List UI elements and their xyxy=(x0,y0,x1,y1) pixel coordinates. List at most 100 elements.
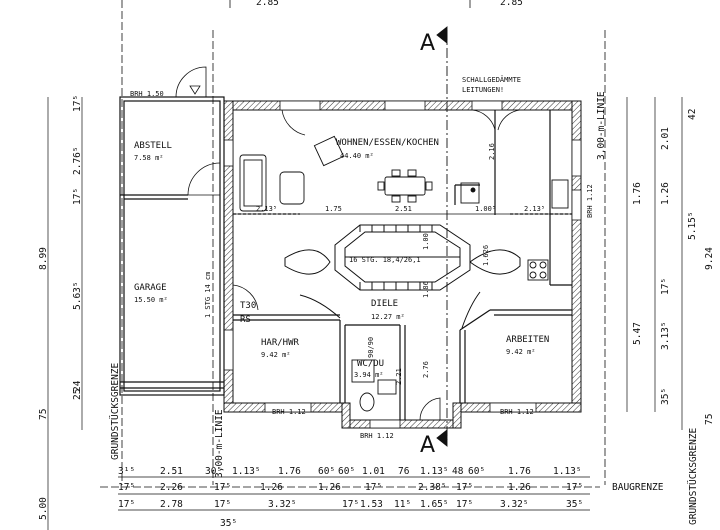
bottom-dim-r2-4: 1.26 xyxy=(318,482,341,493)
note-brh-har: BRH 1.12 xyxy=(272,408,306,416)
right-dim-col2-3: 3.13⁵ xyxy=(660,321,671,350)
bottom-dim-r3-0: 17⁵ xyxy=(118,499,135,510)
room-name-wohnen: WOHNEN/ESSEN/KOCHEN xyxy=(336,138,439,148)
right-dim-col2-4: 35⁵ xyxy=(660,388,671,405)
note-kitchen-216: 2.16 xyxy=(488,143,496,160)
bottom-dim-r1-5: 60⁵ xyxy=(318,466,335,477)
bottom-dim-r3-9: 3.32⁵ xyxy=(500,499,529,510)
bottom-dim-r2-7: 17⁵ xyxy=(456,482,473,493)
right-dim-col2-0: 2.01 xyxy=(660,127,671,150)
stove-icon xyxy=(527,259,549,281)
bottom-dim-r2-6: 2.38⁵ xyxy=(418,482,447,493)
note-grundstuck-left: GRUNDSTÜCKSGRENZE xyxy=(110,362,121,460)
bottom-dim-r1-4: 1.76 xyxy=(278,466,301,477)
room-area-arbeiten: 9.42 m² xyxy=(506,348,536,356)
bottom-dim-r1-8: 76 xyxy=(398,466,410,477)
shower-icon xyxy=(351,359,375,383)
note-door-9090: 90/90 xyxy=(367,337,375,358)
note-rs: RS xyxy=(240,315,251,325)
left-dim-inner-2: 17⁵ xyxy=(72,188,83,205)
room-name-diele: DIELE xyxy=(371,299,398,309)
bottom-dim-r3-4: 17⁵ xyxy=(342,499,359,510)
right-dim-col2-2: 17⁵ xyxy=(660,278,671,295)
section-line xyxy=(436,26,448,447)
bottom-dim-r3-1: 2.78 xyxy=(160,499,183,510)
room-area-abstell: 7.58 m² xyxy=(134,154,164,162)
note-wc-vert-1: 2.21 xyxy=(395,368,403,385)
bottom-dim-r3-10: 35⁵ xyxy=(566,499,583,510)
left-dim-inner-4: 25 xyxy=(72,389,83,400)
right-dim-col1-0: 5.47 xyxy=(632,322,643,345)
staircase xyxy=(284,224,521,329)
section-label-top: A xyxy=(420,31,435,56)
interior-dim-5: 2.13⁵ xyxy=(524,205,545,213)
bottom-dim-r1-13: 1.13⁵ xyxy=(553,466,582,477)
bottom-dim-r1-2: 30⁵ xyxy=(205,466,222,477)
note-stg-side: 1 STG 14 cm xyxy=(204,272,212,318)
bottom-dim-r1-7: 1.01 xyxy=(362,466,385,477)
right-dim-lines xyxy=(626,97,683,430)
room-name-har: HAR/HWR xyxy=(261,338,300,348)
note-line-right: 3,00-m-LINIE xyxy=(596,91,607,160)
right-dim-col3-0: 5.15⁵ xyxy=(687,211,698,240)
setback-lines xyxy=(100,0,606,488)
bottom-dim-r3-5: 1.53 xyxy=(360,499,383,510)
room-name-abstell: ABSTELL xyxy=(134,141,172,151)
right-dim-col3-1: 42 xyxy=(687,109,698,120)
sink-icon xyxy=(551,179,569,209)
room-area-diele: 12.27 m² xyxy=(371,313,405,321)
dining-table-icon xyxy=(384,176,426,196)
bottom-dim-r1-11: 60⁵ xyxy=(468,466,485,477)
room-area-wohnen: 44.40 m² xyxy=(340,152,374,160)
bottom-dim-r3-3: 3.32⁵ xyxy=(268,499,297,510)
bottom-dim-r1-6: 60⁵ xyxy=(338,466,355,477)
note-stair-1626: 1.626 xyxy=(482,245,490,266)
bottom-dim-r3-6: 11⁵ xyxy=(394,499,411,510)
note-stairs: 16 STG. 18,4/26,1 xyxy=(349,256,421,264)
room-area-har: 9.42 m² xyxy=(261,351,291,359)
interior-dim-3: 2.51 xyxy=(395,205,412,213)
left-dim-outer-0: 8.99 xyxy=(38,247,49,270)
bottom-dim-r2-5: 17⁵ xyxy=(365,482,382,493)
bottom-dim-r2-3: 1.26 xyxy=(260,482,283,493)
note-wc-vert-2: 2.76 xyxy=(422,361,430,378)
left-dim-inner-3: 5.63⁵ xyxy=(72,281,83,310)
door-swings xyxy=(232,109,521,421)
interior-dim-2: 1.75 xyxy=(325,205,342,213)
bottom-dim-extra: 35⁵ xyxy=(220,518,237,529)
bottom-dim-r2-8: 1.26 xyxy=(508,482,531,493)
bottom-dim-r1-1: 2.51 xyxy=(160,466,183,477)
note-line-left: 3,00-m-LINIE xyxy=(214,409,225,478)
bottom-dim-r3-7: 1.65⁵ xyxy=(420,499,449,510)
bottom-dim-r2-1: 2.26 xyxy=(160,482,183,493)
shaft-icon xyxy=(460,182,480,204)
sofa-icon xyxy=(239,154,267,212)
bottom-dim-row-2: 17⁵ 2.26 17⁵ 1.26 1.26 17⁵ 2.38⁵ 17⁵ 1.26 17⁵ xyxy=(118,482,583,493)
top-dim-left: 2.85 xyxy=(256,0,279,8)
left-dim-inner-1: 2.76⁵ xyxy=(72,146,83,175)
furniture xyxy=(239,135,569,412)
bottom-dim-r2-0: 17⁵ xyxy=(118,482,135,493)
garage-walls xyxy=(119,96,225,396)
coffee-table-icon xyxy=(279,171,305,205)
left-dim-outer-2: 5.00 xyxy=(38,497,49,520)
note-grundstuck-right: GRUNDSTÜCKSGRENZE xyxy=(688,427,699,525)
bottom-dim-r1-3: 1.13⁵ xyxy=(232,466,261,477)
bottom-dim-r1-10: 48 xyxy=(452,466,464,477)
left-dim-inner-0: 17⁵ xyxy=(72,95,83,112)
bottom-dim-r2-2: 17⁵ xyxy=(214,482,231,493)
toilet-icon xyxy=(359,392,375,412)
right-dim-col2-1: 1.26 xyxy=(660,182,671,205)
right-dim-outer-1: 75 xyxy=(704,414,715,425)
note-t30: T30 xyxy=(240,301,256,311)
left-dim-inner-5: 24 xyxy=(72,380,83,392)
room-area-garage: 15.50 m² xyxy=(134,296,168,304)
top-dim-right: 2.85 xyxy=(500,0,523,8)
section-label-bottom: A xyxy=(420,433,435,458)
bottom-dim-r2-9: 17⁵ xyxy=(566,482,583,493)
